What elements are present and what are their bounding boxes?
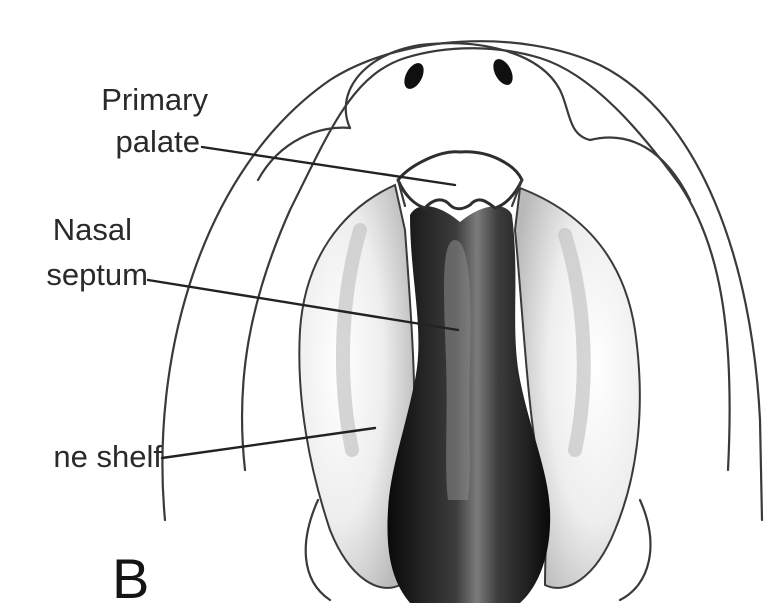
label-primary-palate-line2: palate xyxy=(116,124,200,159)
left-nostril xyxy=(400,60,427,92)
right-lower-lip xyxy=(620,500,650,600)
label-nasal-septum-line1: Nasal xyxy=(53,212,132,247)
upper-lip-contour-left xyxy=(258,128,350,180)
septum-midline xyxy=(444,240,471,500)
panel-letter: B xyxy=(112,547,149,603)
label-nasal-septum-line2: septum xyxy=(46,257,148,292)
label-primary-palate-line1: Primary xyxy=(101,82,208,117)
right-nostril xyxy=(489,56,516,88)
label-shelf: ne shelf xyxy=(53,439,162,474)
